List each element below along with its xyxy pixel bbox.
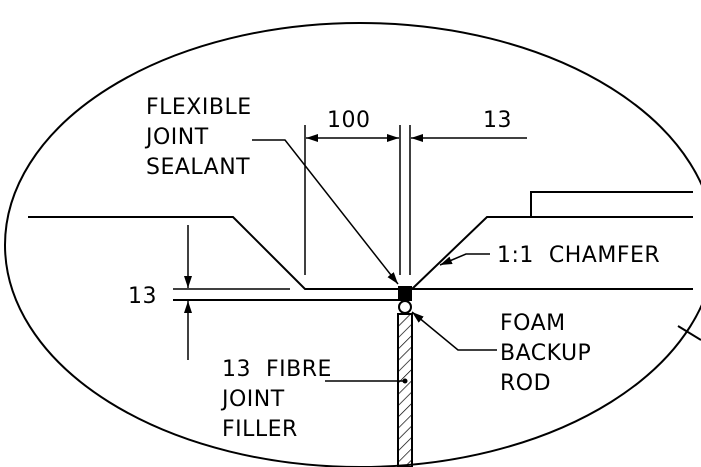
label-sealant-2: JOINT [144, 125, 209, 150]
label-sealant-1: FLEXIBLE [146, 95, 252, 120]
label-filler-2: JOINT [220, 387, 285, 412]
foam-leader [411, 311, 497, 351]
joint-sealant [398, 286, 412, 301]
label-filler-1: 13 FIBRE [222, 357, 332, 382]
label-foam-3: ROD [500, 371, 551, 396]
label-filler-3: FILLER [222, 417, 298, 442]
foam-backup-rod [398, 300, 412, 314]
detail-bubble-outline [4, 22, 701, 467]
label-foam-2: BACKUP [500, 341, 591, 366]
slab-left-edge [28, 216, 398, 290]
label-dim-depth: 13 [128, 284, 157, 309]
fibre-joint-filler [397, 313, 413, 467]
label-sealant-3: SEALANT [146, 155, 250, 180]
slab-right-edge [411, 216, 693, 290]
sealant-leader [252, 139, 399, 285]
slab-step [530, 191, 693, 217]
filler-leader-dot [402, 378, 408, 384]
chamfer-leader [439, 253, 490, 266]
label-chamfer: 1:1 CHAMFER [497, 243, 660, 268]
label-foam-1: FOAM [500, 311, 566, 336]
label-dim-gap: 13 [483, 108, 512, 133]
label-dim-width: 100 [327, 108, 371, 133]
callout-leader [677, 325, 701, 341]
